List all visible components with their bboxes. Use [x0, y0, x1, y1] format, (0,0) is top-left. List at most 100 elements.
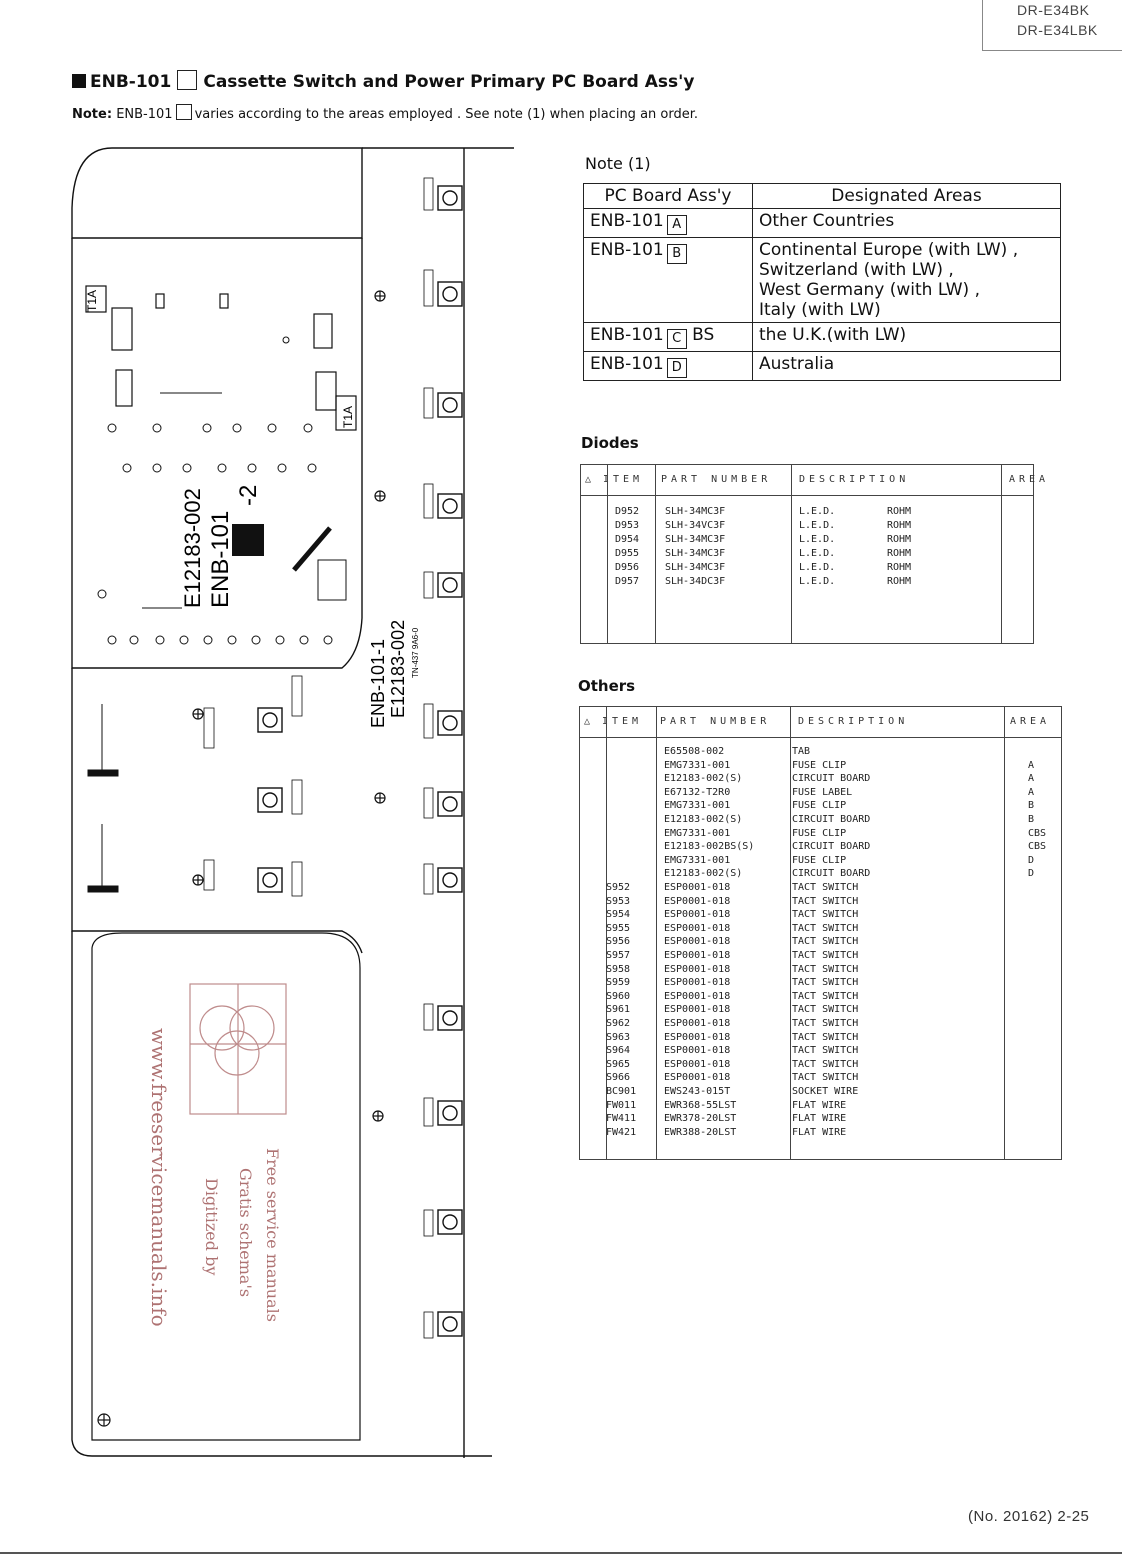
note-suffix: varies according to the areas employed .…: [194, 107, 699, 122]
diode-part: SLH-34MC3F: [665, 562, 726, 573]
others-desc: TACT SWITCH: [792, 1004, 859, 1016]
others-part: EMG7331-001: [664, 854, 731, 866]
others-part: ESP0001-018: [664, 977, 731, 989]
others-desc: TACT SWITCH: [792, 1045, 859, 1057]
diode-desc: L.E.D.: [799, 562, 836, 573]
diode-maker: ROHM: [887, 548, 912, 559]
others-item: S964: [606, 1045, 631, 1057]
others-part: E12183-002(S): [664, 868, 743, 880]
note-area-box: [175, 104, 192, 120]
watermark-url: www.freeservicemanuals.info: [147, 1028, 171, 1327]
others-desc: TACT SWITCH: [792, 1058, 859, 1070]
others-item: S954: [606, 909, 631, 921]
others-item: S956: [606, 936, 631, 948]
diodes-title: Diodes: [581, 434, 639, 452]
others-desc: SOCKET WIRE: [792, 1086, 859, 1097]
others-area: CBS: [1028, 841, 1047, 853]
others-part: E12183-002(S): [664, 814, 743, 825]
model-name-2: DR-E34LBK: [1017, 22, 1098, 38]
others-part: ESP0001-018: [664, 950, 731, 961]
others-area: D: [1028, 854, 1035, 866]
diode-desc: L.E.D.: [799, 534, 836, 545]
board-variant: -2: [235, 485, 262, 506]
others-part: ESP0001-018: [664, 936, 731, 948]
board-marker-square: [232, 524, 264, 556]
diode-item: D957: [615, 576, 640, 587]
others-desc: FUSE CLIP: [792, 759, 847, 771]
board-part-number: E12183-002: [180, 488, 205, 608]
board-name: ENB-101: [207, 511, 234, 608]
watermark-line-2: Gratis schema's: [236, 1168, 255, 1297]
others-desc: FUSE CLIP: [792, 800, 847, 812]
others-part: ESP0001-018: [664, 882, 731, 893]
others-part: EMG7331-001: [664, 827, 731, 839]
diode-maker: ROHM: [887, 520, 912, 531]
others-part: ESP0001-018: [664, 1004, 731, 1016]
others-desc: TACT SWITCH: [792, 977, 859, 989]
others-desc: FLAT WIRE: [792, 1099, 847, 1111]
others-desc: TACT SWITCH: [792, 922, 859, 934]
others-area: A: [1028, 786, 1035, 798]
areas-header-board: PC Board Ass'y: [583, 183, 753, 209]
others-area: CBS: [1028, 827, 1047, 839]
others-desc: TACT SWITCH: [792, 950, 859, 961]
title-prefix: ENB-101: [90, 72, 172, 92]
others-desc: CIRCUIT BOARD: [792, 841, 871, 853]
diode-maker: ROHM: [887, 576, 912, 587]
others-item: S959: [606, 977, 631, 989]
others-item: S963: [606, 1031, 631, 1043]
others-part: EMG7331-001: [664, 759, 731, 771]
others-desc: CIRCUIT BOARD: [792, 773, 871, 785]
others-item: S955: [606, 922, 631, 934]
others-part: E12183-002BS(S): [664, 841, 755, 853]
others-item: S958: [606, 963, 631, 975]
others-area: D: [1028, 868, 1035, 880]
diode-item: D955: [615, 548, 640, 559]
page-footer: (No. 20162) 2-25: [968, 1508, 1090, 1525]
pc-board-diagram: T1A T1A E12183-002 ENB-101 -2 ENB-101-1 …: [71, 147, 514, 1458]
bullet-square-icon: [72, 74, 86, 88]
others-item: S966: [606, 1072, 631, 1084]
others-part: ESP0001-018: [664, 922, 731, 934]
area-code-box: [177, 70, 198, 90]
others-part: E67132-T2R0: [664, 786, 731, 798]
diode-part: SLH-34MC3F: [665, 534, 726, 545]
others-part: ESP0001-018: [664, 1058, 731, 1070]
others-header: △ ITEM PART NUMBER DESCRIPTION AREA: [580, 707, 1061, 738]
diode-item: D956: [615, 562, 640, 573]
others-desc: TACT SWITCH: [792, 1018, 859, 1029]
diode-part: SLH-34VC3F: [665, 520, 726, 531]
others-area: A: [1028, 773, 1035, 785]
fuse-label-2: T1A: [341, 406, 355, 428]
model-box: DR-E34BK DR-E34LBK: [982, 0, 1122, 51]
others-area: B: [1028, 814, 1035, 825]
diode-part: SLH-34DC3F: [665, 576, 726, 587]
others-item: S965: [606, 1058, 631, 1070]
others-desc: TACT SWITCH: [792, 1031, 859, 1043]
others-desc: TAB: [792, 746, 811, 757]
others-desc: TACT SWITCH: [792, 882, 859, 893]
others-item: FW411: [606, 1113, 637, 1125]
others-row: S965 ESP0001-018 TACT SWITCH: [580, 1058, 1061, 1072]
